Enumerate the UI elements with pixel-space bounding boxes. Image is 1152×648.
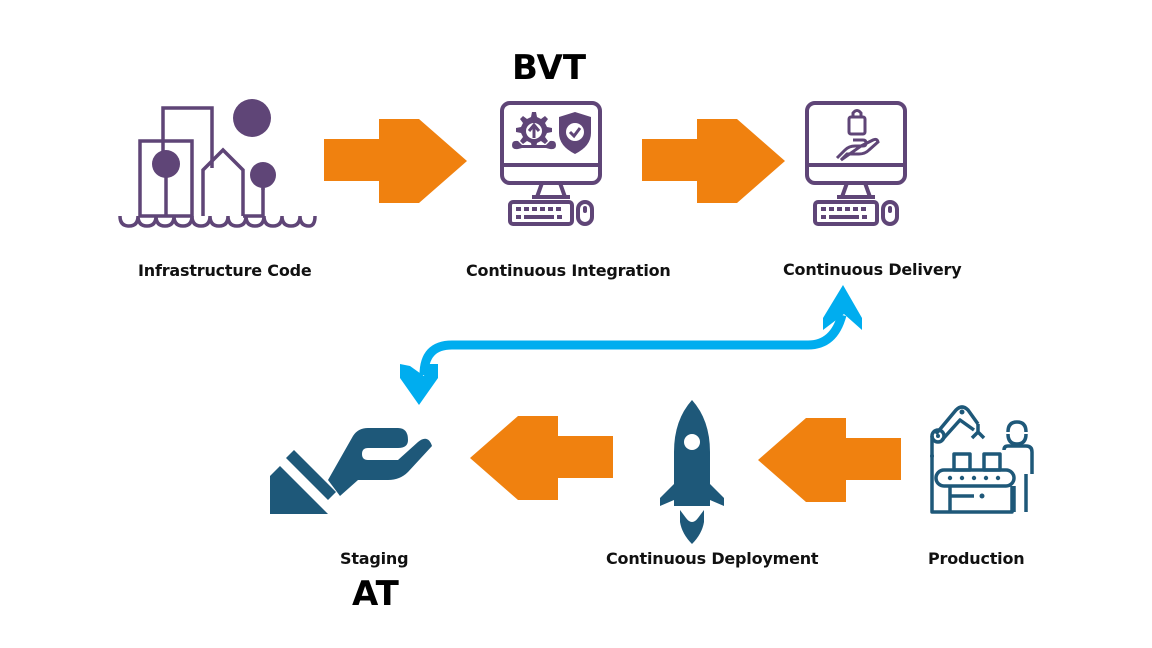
double-arrow-delivery-staging <box>400 285 862 405</box>
stage-label-production: Production <box>928 549 1025 568</box>
computer-hand-bag-icon <box>805 101 907 226</box>
arrow-left-2 <box>470 416 613 500</box>
arrow-right-1 <box>324 119 467 203</box>
rocket-icon <box>660 400 724 544</box>
city-buildings-icon <box>118 99 317 228</box>
bvt-badge: BVT <box>512 48 587 88</box>
arrow-right-2 <box>642 119 785 203</box>
computer-gear-shield-icon <box>500 101 602 226</box>
stage-label-continuous-deployment: Continuous Deployment <box>606 549 819 568</box>
hand-icon <box>270 428 432 514</box>
stage-label-infrastructure-code: Infrastructure Code <box>138 261 312 280</box>
stage-label-staging: Staging <box>340 549 409 568</box>
factory-robot-worker-icon <box>930 405 1034 514</box>
arrow-left-1 <box>758 418 901 502</box>
stage-label-continuous-integration: Continuous Integration <box>466 261 671 280</box>
stage-label-continuous-delivery: Continuous Delivery <box>783 260 962 279</box>
at-badge: AT <box>352 574 399 614</box>
